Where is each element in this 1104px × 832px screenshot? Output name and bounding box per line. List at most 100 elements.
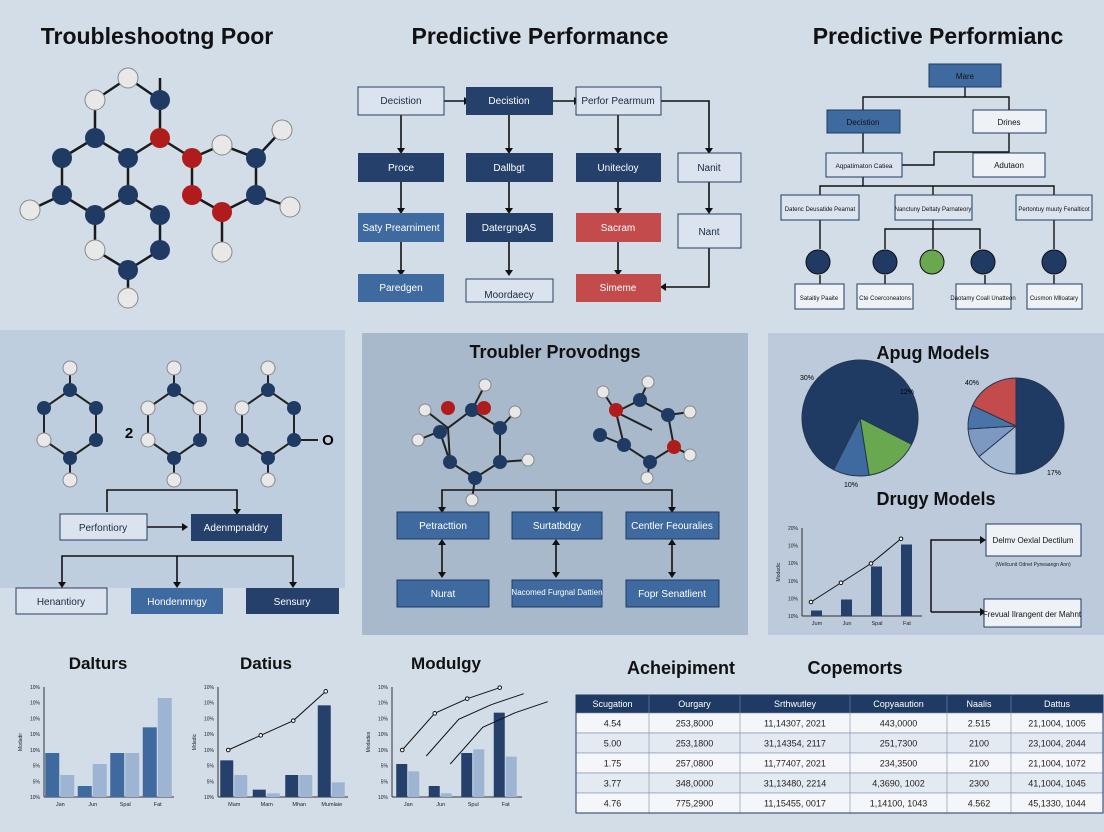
pie-label: 10% xyxy=(844,482,858,489)
y-axis-label: Modades xyxy=(366,731,372,752)
flowchart-top: Decistion Decistion Perfor Pearmum Proce… xyxy=(357,86,742,303)
tree-node xyxy=(972,109,1047,134)
tree-leaf-dot xyxy=(919,249,945,275)
tree-leaf-dot xyxy=(1041,249,1067,275)
table-cell: 1.75 xyxy=(604,759,622,769)
table-cell: 5.00 xyxy=(604,739,622,749)
flow-node-label: Perfor Pearmum xyxy=(581,96,654,107)
bar xyxy=(473,749,485,797)
y-tick-label: 20% xyxy=(788,526,799,532)
table-header-cell: Ourgary xyxy=(678,699,711,709)
bar xyxy=(77,786,92,797)
flow-node xyxy=(677,213,742,249)
x-tick-label: Jan xyxy=(56,802,65,808)
tree-node xyxy=(825,152,903,178)
table-cell: 4.562 xyxy=(968,799,991,809)
flow-node xyxy=(511,511,603,540)
tree-leaf-label: Cusmon Mlloatary xyxy=(1030,296,1078,302)
bar xyxy=(428,786,440,797)
y-tick-label: 10% xyxy=(30,748,41,754)
molecule-note: 2 xyxy=(125,425,133,442)
flow-node xyxy=(466,153,553,182)
tree-node-label: Datenc Deusatide Pearnat xyxy=(785,207,856,213)
hexagon-molecules xyxy=(36,360,318,488)
table-header-row xyxy=(576,695,1103,713)
bar xyxy=(440,793,452,797)
table-cell: 3.77 xyxy=(604,779,622,789)
table-cell: 4.76 xyxy=(604,799,622,809)
table-cell: 21,1004, 1072 xyxy=(1028,759,1086,769)
y-tick-label: 10% xyxy=(204,748,215,754)
x-tick-label: Mumlaie xyxy=(321,802,342,808)
flow-node-label: Sensury xyxy=(274,597,311,608)
flow-node xyxy=(511,579,603,608)
y-tick-label: 5% xyxy=(381,779,389,785)
table-cell: 31,14354, 2117 xyxy=(764,739,826,749)
bar xyxy=(266,793,280,797)
flow-node-label: Fopr Senatlient xyxy=(638,589,706,600)
table-cell: 2100 xyxy=(969,739,989,749)
x-tick-label: Fat xyxy=(154,802,162,808)
y-tick-label: 5% xyxy=(207,779,215,785)
y-tick-label: 10% xyxy=(378,701,389,707)
bar xyxy=(871,566,882,616)
table-row xyxy=(575,772,1104,794)
flow-node xyxy=(576,213,661,242)
tree-leaf-label: Sataitiy Paaite xyxy=(800,296,839,302)
flow-node xyxy=(358,213,444,242)
y-axis-label: Modadir xyxy=(18,733,24,751)
bar xyxy=(317,705,331,797)
info-box-label: Frevual Ilrangent der Mahnt xyxy=(983,610,1082,619)
tree-leaf xyxy=(794,283,845,310)
flow-node xyxy=(466,87,553,115)
y-tick-label: 10% xyxy=(204,795,215,801)
flow-node xyxy=(358,153,444,182)
x-tick-label: Fat xyxy=(502,802,510,808)
table-cell: 4.54 xyxy=(604,719,622,729)
tree-diagram: Mare Decistion Drines Aqpatimaton Catiea… xyxy=(780,63,1093,310)
trend-point xyxy=(464,696,470,701)
table-header-cell: Srthwutley xyxy=(774,699,817,709)
table-cell: 253,1800 xyxy=(676,739,714,749)
table-cell: 2300 xyxy=(969,779,989,789)
molecule-note-2: O xyxy=(322,432,334,449)
trend-line xyxy=(449,701,548,765)
table-cell: 2.515 xyxy=(968,719,991,729)
flow-node xyxy=(677,152,742,183)
arrow-head xyxy=(980,536,986,544)
table-cell: 251,7300 xyxy=(880,739,918,749)
tree-leaf-dot xyxy=(872,249,898,275)
flow-node-label: Decistion xyxy=(488,96,529,107)
tree-node xyxy=(826,109,901,134)
bar xyxy=(110,753,125,797)
y-tick-label: 10% xyxy=(204,685,215,691)
y-tick-label: 10% xyxy=(788,596,799,602)
y-tick-label: 5% xyxy=(207,764,215,770)
y-axis-label: Mdadic xyxy=(192,733,198,750)
tree-node xyxy=(1015,194,1093,221)
tree-leaf-label: Cte Coerconeatons xyxy=(859,296,911,302)
table-cell: 31,13480, 2214 xyxy=(764,779,827,789)
x-tick-label: Spul xyxy=(468,802,479,808)
table-cell: 23,1004, 2044 xyxy=(1028,739,1086,749)
flow-node-label: Moordaecy xyxy=(484,290,533,301)
y-tick-label: 10% xyxy=(204,701,215,707)
flow-node-label: Dallbgt xyxy=(493,163,524,174)
flowchart-middle-left: Perfontiory Adenmpnaldry Henantiory Hond… xyxy=(15,489,339,615)
tree-leaf-dot xyxy=(970,249,996,275)
info-box xyxy=(985,523,1082,557)
table-cell: 41,1004, 1045 xyxy=(1028,779,1086,789)
table-row xyxy=(575,792,1104,814)
tree-node xyxy=(972,152,1046,178)
y-tick-label: 10% xyxy=(30,716,41,722)
flow-node-label: Sacram xyxy=(601,223,635,234)
tree-leaf-label: Daotamy Coall Unatteon xyxy=(950,296,1015,302)
flow-node-label: Nanit xyxy=(697,163,721,174)
table-row xyxy=(575,712,1104,734)
flow-node-label: Surtatbdgy xyxy=(533,521,581,532)
bottom-chart-title: Datius xyxy=(240,654,292,673)
flow-node-label: Paredgen xyxy=(379,283,422,294)
